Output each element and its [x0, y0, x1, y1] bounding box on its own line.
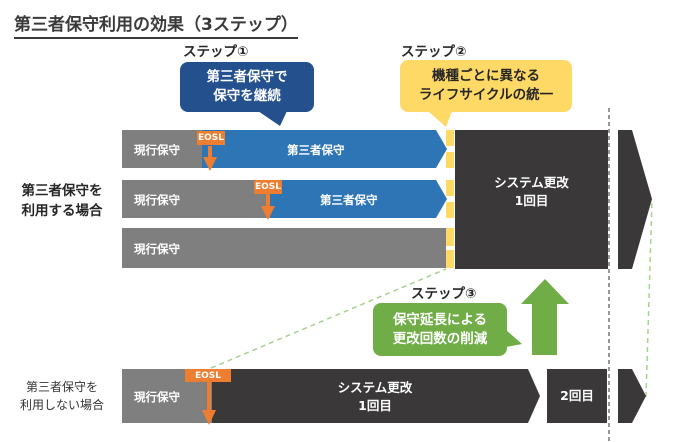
- step3-callout-pointer: [506, 330, 522, 347]
- eosl-arrow-stem-2: [266, 194, 270, 207]
- step2-callout-pointer: [428, 111, 452, 127]
- system-update-bottom-count: 1回目: [358, 398, 392, 413]
- side-label-without-third-party: 第三者保守を 利用しない場合: [8, 378, 116, 414]
- row1-third-party-label: 第三者保守: [287, 143, 345, 157]
- bottom-system-update-arrow: [212, 369, 540, 423]
- step3-callout-line2: 更改回数の削減: [392, 330, 488, 347]
- row2-current-label: 現行保守: [134, 193, 180, 207]
- step1-callout: 第三者保守で 保守を継続: [180, 62, 314, 112]
- step1-callout-pointer: [258, 111, 287, 126]
- eosl-arrow-stem-1: [208, 146, 212, 158]
- eosl-badge-3: EOSL: [185, 369, 231, 382]
- step3-label: ステップ③: [411, 286, 477, 302]
- step2-label: ステップ②: [401, 44, 467, 60]
- yellow-marker-5: [446, 228, 454, 246]
- step3-callout: 保守延長による 更改回数の削減: [373, 303, 507, 356]
- step2-callout-line2: ライフサイクルの統一: [418, 87, 554, 103]
- row2-current-bar: [122, 180, 270, 218]
- system-update-next-arrow-top: [618, 130, 652, 269]
- system-update-top-text: システム更改 1回目: [455, 170, 608, 214]
- yellow-marker-3: [446, 180, 454, 196]
- diagram-title: 第三者保守利用の効果（3ステップ）: [14, 10, 298, 39]
- eosl-badge-2: EOSL: [254, 180, 282, 194]
- bottom-second-update-block: [547, 369, 607, 423]
- system-update-block-top: [455, 130, 608, 269]
- yellow-marker-1: [446, 130, 454, 146]
- side-label-with-third-party: 第三者保守を 利用する場合: [10, 181, 114, 221]
- side-label-with-line1: 第三者保守を: [21, 183, 103, 199]
- system-update-top-count: 1回目: [514, 193, 549, 208]
- yellow-marker-2: [446, 152, 454, 168]
- side-label-without-line1: 第三者保守を: [25, 380, 98, 394]
- eosl-badge-1: EOSL: [197, 131, 225, 145]
- system-update-bottom-label: システム更改: [337, 380, 413, 395]
- row1-third-party-arrow: [202, 130, 447, 168]
- step2-callout-line1: 機種ごとに異なる: [432, 68, 540, 84]
- row3-current-label: 現行保守: [134, 242, 180, 256]
- step3-up-arrow: [521, 279, 569, 355]
- row2-third-party-label: 第三者保守: [320, 193, 378, 207]
- second-update-text: 2回目: [560, 388, 594, 403]
- step1-callout-line1: 第三者保守で: [206, 69, 288, 85]
- system-update-bottom-text: システム更改 1回目: [300, 375, 450, 419]
- bottom-next-arrow: [618, 369, 646, 423]
- guide-line-right: [645, 199, 653, 398]
- eosl-arrow-stem-3: [207, 382, 211, 411]
- eosl-arrow-head-3: [202, 410, 216, 425]
- eosl-arrow-head-1: [203, 157, 217, 171]
- row1-current-label: 現行保守: [134, 143, 180, 157]
- side-label-without-line2: 利用しない場合: [19, 398, 104, 412]
- side-label-with-line2: 利用する場合: [21, 203, 103, 219]
- step3-callout-line1: 保守延長による: [392, 311, 488, 328]
- row3-current-bar: [122, 228, 446, 268]
- guide-line-left: [210, 268, 447, 369]
- system-update-top-label: システム更改: [494, 175, 569, 190]
- yellow-marker-6: [446, 250, 454, 268]
- row1-current-bar: [122, 130, 202, 168]
- step1-label: ステップ①: [183, 44, 249, 60]
- step1-callout-line2: 保守を継続: [213, 88, 281, 104]
- bottom-current-label: 現行保守: [134, 390, 180, 404]
- row2-third-party-arrow: [270, 180, 447, 218]
- step2-callout: 機種ごとに異なる ライフサイクルの統一: [400, 60, 572, 112]
- eosl-arrow-head-2: [261, 206, 275, 220]
- yellow-marker-4: [446, 202, 454, 218]
